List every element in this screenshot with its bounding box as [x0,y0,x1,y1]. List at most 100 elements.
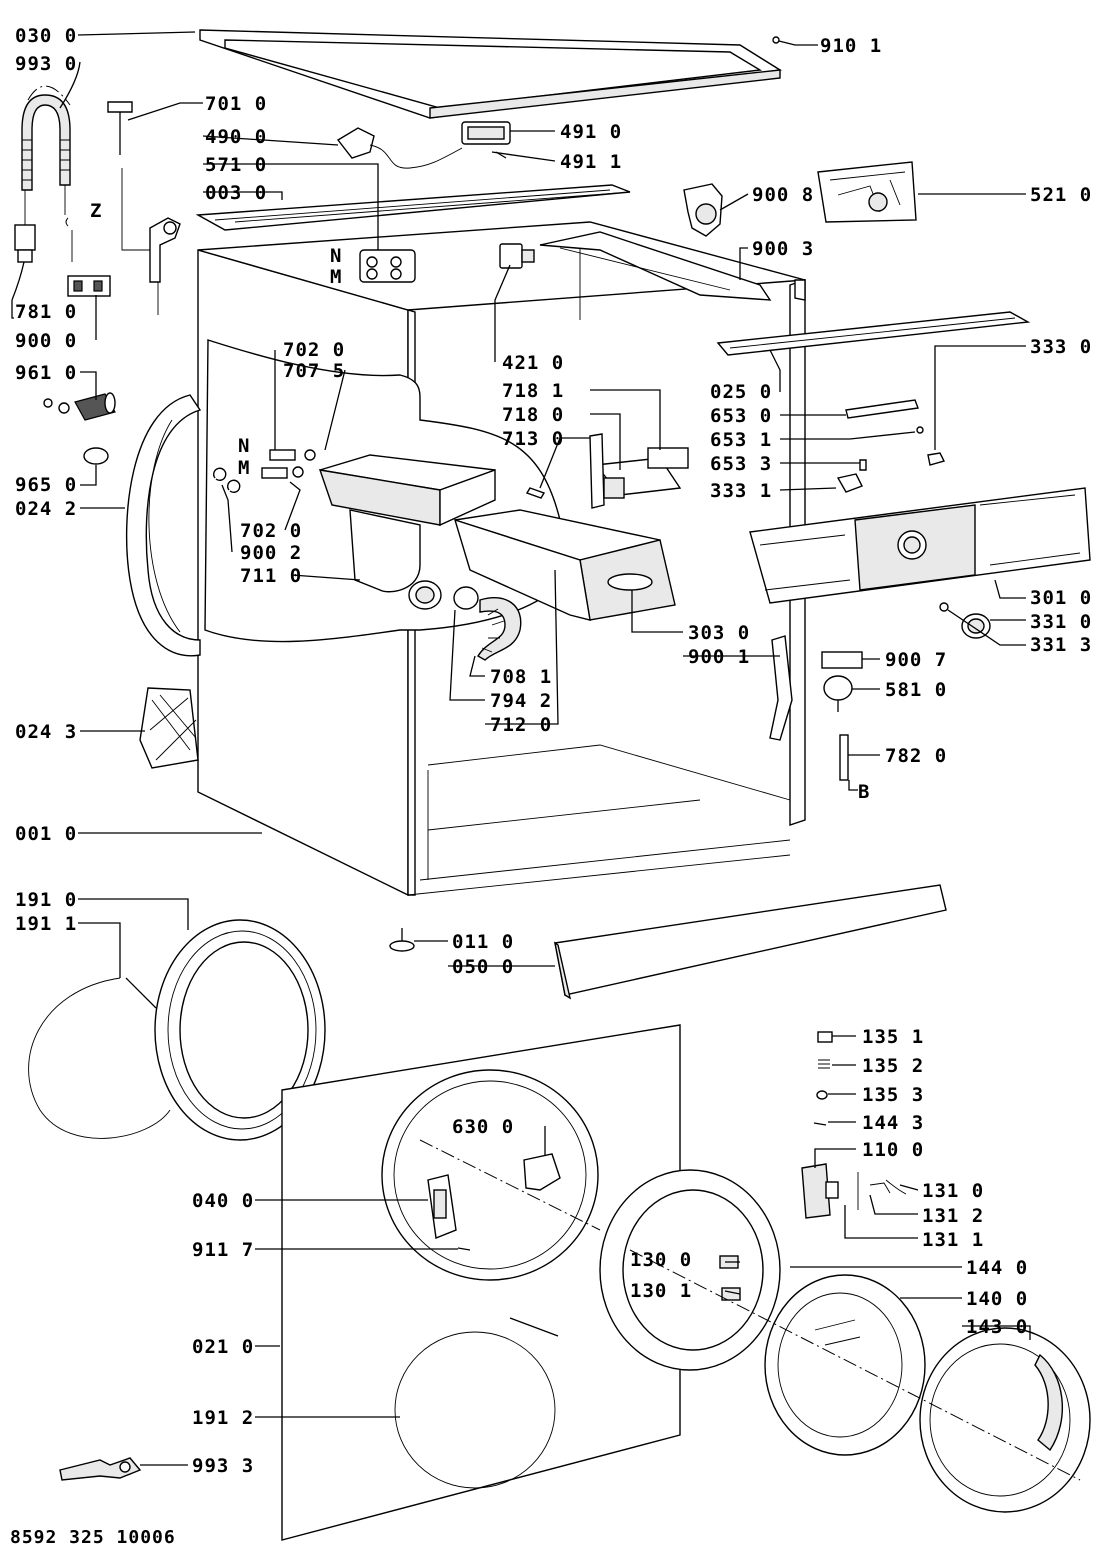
callout-191-0: 191 0 [15,889,77,911]
callout-030-0: 030 0 [15,25,77,47]
callout-911-7: 911 7 [192,1239,254,1261]
leader-line-39 [485,569,559,725]
callout-135-2: 135 2 [862,1055,924,1077]
leader-line-19 [284,481,301,531]
leader-line-59 [844,1205,918,1239]
drawer-insert [589,433,689,509]
marker-m-valve: M [330,266,342,288]
drum-front-seal [125,394,202,657]
door-hinge [427,1174,457,1239]
callout-135-1: 135 1 [862,1026,924,1048]
callout-140-0: 140 0 [966,1288,1028,1310]
callout-630-0: 630 0 [452,1116,514,1138]
callout-001-0: 001 0 [15,823,77,845]
leader-line-38 [449,609,485,701]
leader-line-34 [947,609,1026,646]
leader-line-23 [590,389,661,450]
callout-794-2: 794 2 [490,690,552,712]
kickplate [553,884,947,1000]
control-panel [749,487,1091,604]
callout-993-3: 993 3 [192,1455,254,1477]
callout-490-0: 490 0 [205,126,267,148]
leader-line-12 [11,261,25,319]
callout-900-1: 900 1 [688,646,750,668]
panel-rail [716,311,1031,356]
callout-713-0: 713 0 [502,428,564,450]
marker-m-group: M [238,457,250,479]
outer-door [919,1327,1091,1513]
callout-050-0: 050 0 [452,956,514,978]
callout-521-0: 521 0 [1030,184,1092,206]
callout-900-3: 900 3 [752,238,814,260]
leader-line-3 [202,135,339,146]
callout-331-3: 331 3 [1030,634,1092,656]
interference-filter [461,121,511,159]
leader-line-14 [80,371,97,400]
leader-line-35 [631,590,683,633]
leader-line-7 [491,151,556,162]
callout-024-2: 024 2 [15,498,77,520]
callout-131-1: 131 1 [922,1229,984,1251]
thermostat-900-8 [683,183,723,237]
leader-line-24 [590,413,621,470]
callout-702-0-mid: 702 0 [240,520,302,542]
callout-571-0: 571 0 [205,154,267,176]
callout-718-1: 718 1 [502,380,564,402]
filter-961 [43,392,116,421]
callout-131-2: 131 2 [922,1205,984,1227]
callout-143-0: 143 0 [966,1316,1028,1338]
leader-line-0 [77,31,196,36]
gasket-spring [28,977,171,1139]
control-board [817,161,917,223]
marker-n-group: N [238,435,250,457]
leader-line-25 [539,437,590,489]
callout-707-5: 707 5 [283,360,345,382]
marker-b: B [858,781,870,803]
door-inner-frame [599,1169,781,1371]
leader-line-54 [814,1148,856,1168]
leader-line-2 [127,102,203,121]
callout-421-0: 421 0 [502,352,564,374]
callout-003-0: 003 0 [205,182,267,204]
adjustable-foot [389,928,415,952]
door-handle [801,1163,907,1219]
callout-900-8: 900 8 [752,184,814,206]
callout-653-3: 653 3 [710,453,772,475]
wire-channel [539,231,806,301]
leader-line-29 [780,431,916,440]
leader-line-5 [203,191,283,200]
valve-group [213,449,316,493]
callout-333-1: 333 1 [710,480,772,502]
callout-301-0: 301 0 [1030,587,1092,609]
rod-782 [839,734,849,781]
leader-line-20 [221,484,233,553]
leader-line-15 [80,465,97,486]
leader-line-31 [779,487,837,491]
selector-knob [939,602,991,639]
top-lid [199,29,783,119]
spring-191-2 [509,1317,559,1337]
callout-191-2: 191 2 [192,1407,254,1429]
callout-702-0-top: 702 0 [283,339,345,361]
vent-valve [107,101,159,315]
leader-line-47 [78,922,121,978]
callout-130-0: 130 0 [630,1249,692,1271]
sump-hose [453,586,522,661]
part-number: 8592 325 10006 [10,1527,176,1548]
detergent-drawer [453,509,676,621]
callout-333-0: 333 0 [1030,336,1092,358]
hinge-small-parts [813,1031,833,1126]
callout-711-0: 711 0 [240,565,302,587]
marker-z: Z [90,200,102,222]
callout-191-1: 191 1 [15,913,77,935]
screw-911 [457,1247,471,1251]
callout-025-0: 025 0 [710,381,772,403]
leader-line-57 [899,1184,919,1191]
power-cable [336,127,463,169]
rear-access-cover [139,687,199,769]
callout-910-1: 910 1 [820,35,882,57]
panel-brackets [836,399,946,493]
leader-line-27 [934,345,1026,450]
leader-line-32 [994,579,1026,599]
